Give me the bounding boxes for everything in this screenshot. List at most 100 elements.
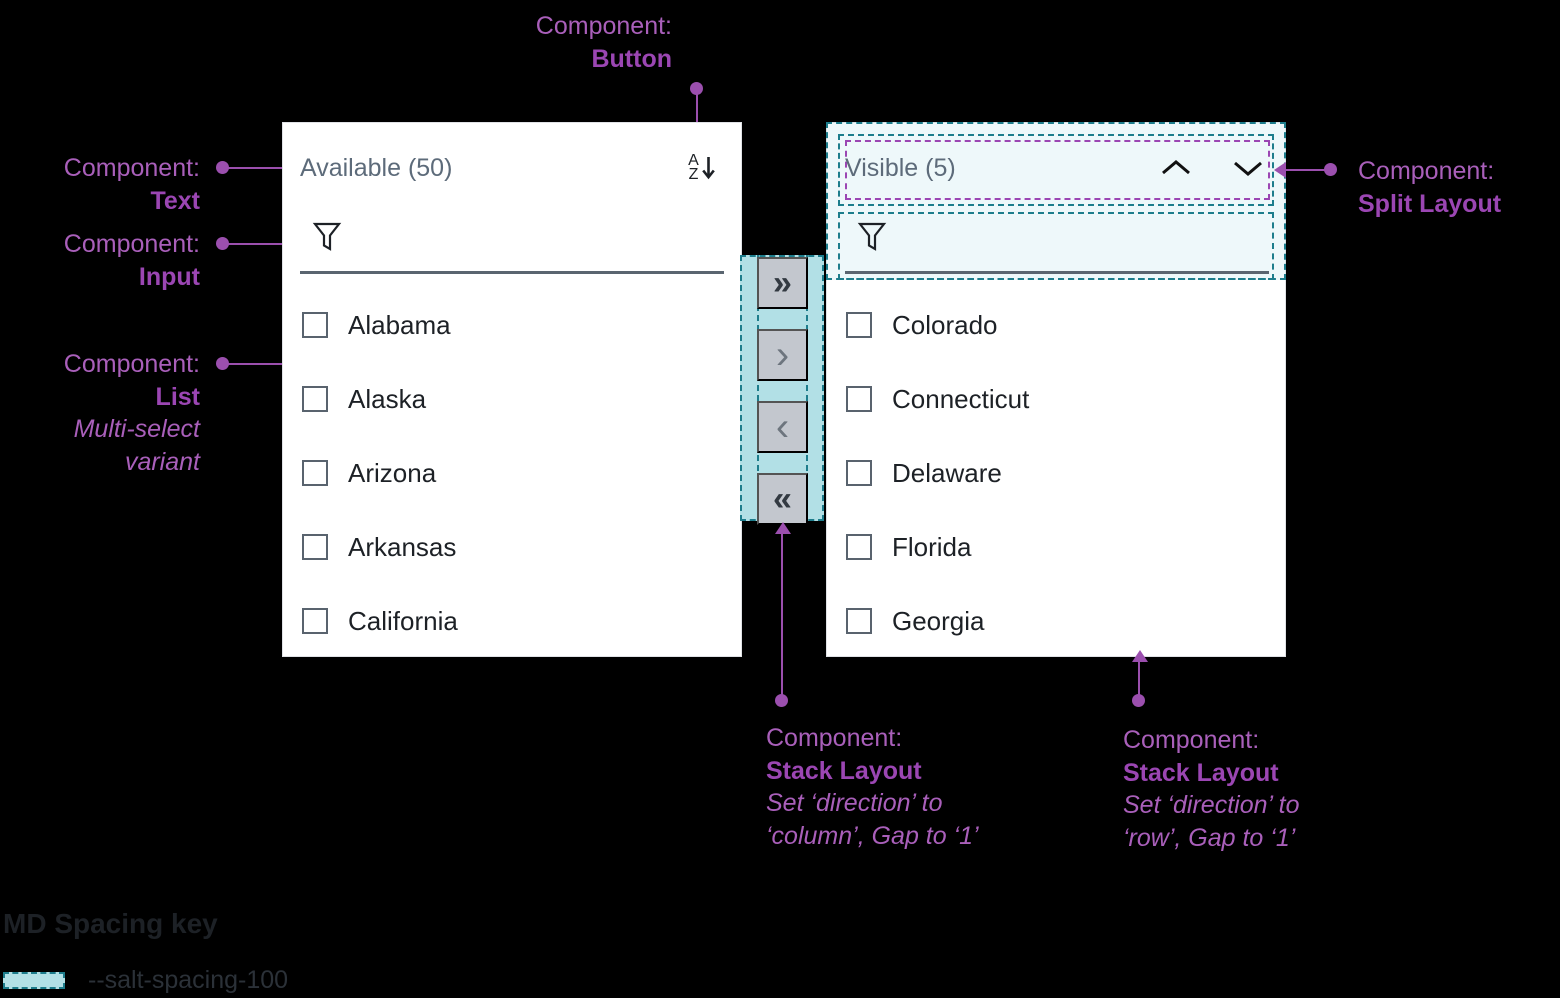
list-item[interactable]: Arizona (302, 436, 722, 510)
checkbox[interactable] (302, 312, 328, 338)
leader-arrow (775, 522, 791, 534)
leader-arrow (1132, 650, 1148, 662)
split-layout-outer-spacing-box (826, 122, 1286, 280)
leader-dot (1132, 694, 1145, 707)
leader-line (781, 533, 783, 696)
available-panel-header: Available (50) A Z (300, 145, 724, 191)
move-all-left-button[interactable]: « (757, 473, 808, 525)
move-down-button[interactable] (1227, 147, 1269, 189)
sort-az-button[interactable]: A Z (680, 146, 724, 190)
list-item[interactable]: Connecticut (846, 362, 1266, 436)
filter-funnel-icon (857, 222, 887, 251)
annotation-sub-line2: ‘column’, Gap to ‘1’ (766, 821, 979, 850)
annotation-sub-line1: Set ‘direction’ to (1123, 791, 1300, 819)
move-right-button[interactable]: › (757, 329, 808, 381)
annotation-stack-row: Component: Stack Layout Set ‘direction’ … (1123, 724, 1423, 854)
annotation-label: Component: (766, 724, 903, 752)
annotation-sub-line2: variant (124, 447, 200, 476)
annotation-list: Component: List Multi-select variant (0, 348, 200, 478)
list-item-label: Colorado (892, 309, 998, 340)
checkbox[interactable] (302, 386, 328, 412)
annotation-name: List (155, 382, 200, 411)
checkbox[interactable] (846, 608, 872, 634)
visible-panel-title: Visible (5) (845, 153, 956, 182)
visible-filter-input[interactable] (845, 218, 1269, 274)
annotation-label: Component: (535, 12, 672, 40)
double-chevron-right-icon: » (773, 264, 792, 302)
list-item-label: Alabama (348, 309, 451, 340)
available-filter-input[interactable] (300, 218, 724, 274)
list-item[interactable]: Florida (846, 510, 1266, 584)
list-item[interactable]: Delaware (846, 436, 1266, 510)
annotation-sub-line1: Set ‘direction’ to (766, 789, 943, 817)
visible-list[interactable]: Colorado Connecticut Delaware Florida Ge… (846, 288, 1266, 658)
annotation-name: Stack Layout (766, 756, 922, 785)
list-item-label: Delaware (892, 457, 1002, 488)
double-chevron-left-icon: « (773, 480, 792, 518)
annotation-label: Component: (63, 350, 200, 378)
leader-dot (775, 694, 788, 707)
list-item-label: Georgia (892, 605, 985, 636)
list-item-label: Connecticut (892, 383, 1030, 414)
chevron-down-icon (1234, 161, 1262, 176)
list-item-label: Florida (892, 531, 972, 562)
annotation-name: Stack Layout (1123, 758, 1279, 787)
checkbox[interactable] (302, 534, 328, 560)
list-item-label: Arkansas (348, 531, 457, 562)
available-panel-title: Available (50) (300, 153, 453, 182)
list-item[interactable]: Colorado (846, 288, 1266, 362)
annotation-label: Component: (1123, 726, 1260, 754)
chevron-up-icon (1162, 160, 1190, 175)
split-layout-header-spacing-box (838, 134, 1274, 206)
annotation-stack-column: Component: Stack Layout Set ‘direction’ … (766, 722, 1066, 852)
leader-line (222, 363, 298, 365)
annotation-label: Component: (63, 230, 200, 258)
annotation-button: Component: Button (430, 10, 672, 75)
annotation-sub-line1: Multi-select (73, 415, 200, 443)
sort-letter-bottom: Z (688, 166, 699, 183)
spacing-key-token: --salt-spacing-100 (88, 966, 289, 994)
list-item-label: California (348, 605, 458, 636)
list-item[interactable]: Georgia (846, 584, 1266, 658)
list-item[interactable]: Arkansas (302, 510, 722, 584)
annotation-split-layout: Component: Split Layout (1358, 155, 1560, 220)
leader-line (696, 88, 698, 132)
list-item[interactable]: Alabama (302, 288, 722, 362)
chevron-left-icon: ‹ (775, 405, 790, 449)
filter-funnel-icon (312, 222, 342, 251)
split-layout-component-box (845, 140, 1270, 200)
sort-letter-top: A (688, 151, 699, 169)
checkbox[interactable] (302, 608, 328, 634)
annotation-name: Split Layout (1358, 189, 1502, 218)
annotation-name: Button (591, 44, 672, 73)
chevron-right-icon: › (775, 333, 790, 377)
spacing-key-title: MD Spacing key (3, 908, 218, 939)
leader-line (1286, 169, 1326, 171)
list-item-label: Arizona (348, 457, 437, 488)
checkbox[interactable] (302, 460, 328, 486)
checkbox[interactable] (846, 386, 872, 412)
annotation-name: Input (138, 262, 200, 291)
checkbox[interactable] (846, 534, 872, 560)
list-item-label: Alaska (348, 383, 427, 414)
split-layout-filter-spacing-box (838, 212, 1274, 280)
move-all-right-button[interactable]: » (757, 257, 808, 309)
move-up-button[interactable] (1155, 147, 1197, 189)
arrow-down-icon (702, 157, 715, 180)
visible-panel (826, 122, 1286, 657)
leader-line (222, 167, 290, 169)
annotation-label: Component: (1358, 157, 1495, 185)
checkbox[interactable] (846, 460, 872, 486)
checkbox[interactable] (846, 312, 872, 338)
sort-az-icon: A Z (688, 151, 716, 183)
annotation-label: Component: (63, 154, 200, 182)
list-item[interactable]: California (302, 584, 722, 658)
annotation-text: Component: Text (0, 152, 200, 217)
leader-arrow (1274, 162, 1286, 178)
leader-line (222, 243, 298, 245)
list-item[interactable]: Alaska (302, 362, 722, 436)
visible-panel-header: Visible (5) (845, 145, 1269, 191)
available-list[interactable]: Alabama Alaska Arizona Arkansas Californ… (302, 288, 722, 658)
move-left-button[interactable]: ‹ (757, 401, 808, 453)
